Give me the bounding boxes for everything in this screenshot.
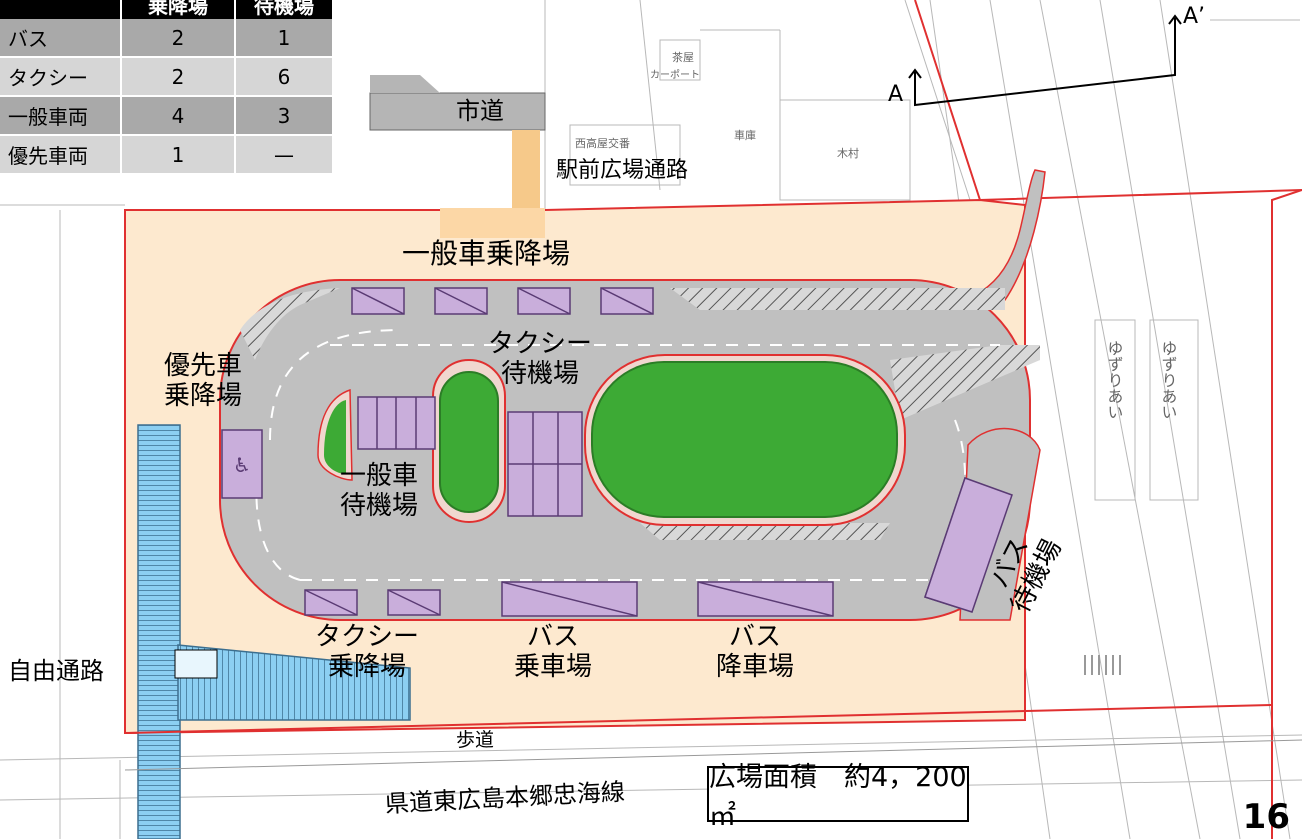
label-taxi-stop: タクシー 乗降場 bbox=[315, 622, 420, 683]
label-general-wait: 一般車 待機場 bbox=[340, 461, 419, 522]
label-bus-board-line1: バス bbox=[527, 622, 580, 652]
table-row: タクシー 2 6 bbox=[0, 57, 334, 97]
free-passage-bridge bbox=[137, 424, 181, 839]
city-road-end bbox=[370, 75, 440, 93]
row-boarding: 4 bbox=[121, 96, 236, 136]
city-road bbox=[369, 92, 546, 131]
label-car-port: カーポート bbox=[650, 70, 700, 81]
wheelchair-icon: ♿ bbox=[233, 453, 251, 477]
row-type: 一般車両 bbox=[0, 96, 122, 136]
label-taxi-wait: タクシー 待機場 bbox=[488, 329, 593, 390]
oval-green bbox=[439, 371, 499, 513]
label-free-passage: 自由通路 bbox=[8, 657, 104, 685]
hatched-area-top bbox=[670, 288, 1005, 310]
label-bus-alighting: バス 降車場 bbox=[716, 622, 795, 683]
label-taxi-stop-line2: 乗降場 bbox=[328, 651, 407, 682]
table-row: 優先車両 1 — bbox=[0, 135, 334, 175]
table-row: バス 2 1 bbox=[0, 19, 334, 58]
row-waiting: 3 bbox=[235, 96, 334, 136]
boundary-line-north bbox=[914, 0, 1302, 202]
facility-count-table: 乗降場 待機場 バス 2 1 タクシー 2 6 一般車両 4 3 優先車両 1 … bbox=[0, 0, 334, 175]
section-line bbox=[908, 14, 1182, 107]
row-boarding: 2 bbox=[121, 19, 236, 58]
label-station-passage: 駅前広場通路 bbox=[556, 158, 689, 183]
table-row: 一般車両 4 3 bbox=[0, 96, 334, 136]
row-boarding: 2 bbox=[121, 57, 236, 97]
label-taxi-wait-line1: タクシー bbox=[488, 329, 593, 359]
label-bus-alight-line1: バス bbox=[729, 622, 782, 652]
label-yuzuriai-2: ゆずりあい bbox=[1158, 340, 1178, 420]
hatched-area-right bbox=[890, 345, 1040, 420]
hatched-area-bottom bbox=[640, 523, 890, 540]
label-priority-line1: 優先車 bbox=[164, 351, 243, 381]
label-section-a-prime: A’ bbox=[1183, 4, 1206, 29]
label-taxi-stop-line1: タクシー bbox=[315, 622, 420, 652]
label-shako: 車庫 bbox=[734, 129, 756, 142]
station-passage-lower bbox=[440, 208, 545, 238]
label-city-road: 市道 bbox=[456, 97, 504, 125]
row-boarding: 1 bbox=[121, 135, 236, 175]
bridge-stairs bbox=[177, 644, 411, 721]
label-priority-stop: 優先車 乗降場 bbox=[164, 351, 243, 412]
label-sidewalk: 歩道 bbox=[456, 729, 495, 751]
label-general-car-stop: 一般車乗降場 bbox=[402, 237, 571, 270]
label-taxi-wait-line2: 待機場 bbox=[501, 358, 580, 389]
table-header-waiting: 待機場 bbox=[235, 0, 334, 19]
label-chaya: 茶屋 bbox=[672, 51, 694, 64]
row-waiting: 1 bbox=[235, 19, 334, 58]
small-green bbox=[324, 400, 346, 474]
row-waiting: — bbox=[235, 135, 334, 175]
table-header-blank bbox=[0, 0, 122, 19]
label-bus-boarding: バス 乗車場 bbox=[514, 622, 593, 683]
table-header-boarding: 乗降場 bbox=[121, 0, 236, 19]
row-type: バス bbox=[0, 19, 122, 58]
label-priority-line2: 乗降場 bbox=[164, 380, 243, 411]
central-green bbox=[591, 361, 898, 518]
page-number: 16 bbox=[1242, 797, 1290, 837]
table-header-row: 乗降場 待機場 bbox=[0, 0, 334, 19]
label-nishitakaya: 西高屋交番 bbox=[575, 137, 630, 150]
boundary-line-east bbox=[1271, 189, 1302, 839]
bus-wait-bay bbox=[924, 477, 1013, 613]
row-type: 優先車両 bbox=[0, 135, 122, 175]
row-waiting: 6 bbox=[235, 57, 334, 97]
crosswalk bbox=[1084, 655, 1121, 675]
plaza-area-box: 広場面積 約4，200㎡ bbox=[707, 762, 969, 832]
label-yuzuriai-1: ゆずりあい bbox=[1104, 340, 1124, 420]
label-general-wait-line2: 待機場 bbox=[340, 490, 419, 521]
label-bus-board-line2: 乗車場 bbox=[514, 651, 593, 682]
label-section-a: A bbox=[888, 82, 904, 107]
label-kimura: 木村 bbox=[837, 147, 859, 160]
label-general-wait-line1: 一般車 bbox=[340, 461, 419, 491]
elevator bbox=[174, 649, 218, 679]
plaza-area-text: 広場面積 約4，200㎡ bbox=[709, 762, 967, 832]
station-passage bbox=[512, 130, 540, 210]
row-type: タクシー bbox=[0, 57, 122, 97]
label-bus-alight-line2: 降車場 bbox=[716, 651, 795, 682]
hatched-area-left-curve bbox=[240, 288, 340, 360]
